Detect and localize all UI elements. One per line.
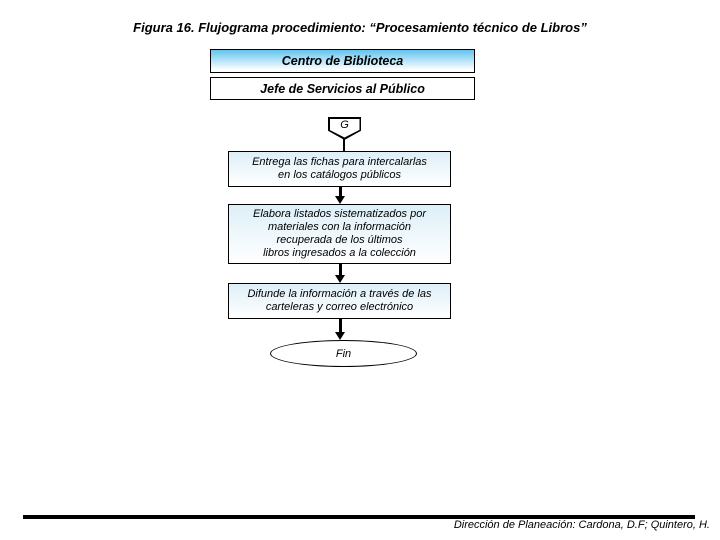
flow-arrow-step1-to-step2 bbox=[334, 187, 346, 204]
flow-arrow-step2-to-step3 bbox=[334, 264, 346, 283]
process-step-entrega-fichas: Entrega las fichas para intercalarlas en… bbox=[228, 151, 451, 187]
flow-arrow-line bbox=[338, 264, 342, 276]
offpage-connector-g: G bbox=[328, 117, 361, 140]
header-box-jefe-de-servicios: Jefe de Servicios al Público bbox=[210, 77, 475, 100]
flow-arrow-line bbox=[338, 319, 342, 333]
process-step-difunde-informacion: Difunde la información a través de las c… bbox=[228, 283, 451, 319]
process-step-entrega-fichas-text: Entrega las fichas para intercalarlas en… bbox=[252, 156, 427, 181]
offpage-connector-g-label: G bbox=[340, 119, 349, 131]
terminator-fin-label: Fin bbox=[335, 347, 352, 360]
footer-rule bbox=[23, 515, 695, 519]
flow-arrow-head bbox=[335, 332, 345, 340]
header-label-centro-de-biblioteca: Centro de Biblioteca bbox=[281, 54, 404, 68]
header-box-centro-de-biblioteca: Centro de Biblioteca bbox=[210, 49, 475, 73]
flow-arrow-line bbox=[338, 187, 342, 197]
process-step-difunde-informacion-text: Difunde la información a través de las c… bbox=[247, 288, 432, 313]
offpage-connector-g-fill bbox=[329, 118, 360, 138]
header-label-jefe-de-servicios: Jefe de Servicios al Público bbox=[260, 81, 425, 96]
figure-title: Figura 16. Flujograma procedimiento: “Pr… bbox=[133, 20, 587, 35]
flow-arrow-head bbox=[335, 275, 345, 283]
terminator-fin: Fin bbox=[270, 340, 417, 367]
footer-credit: Dirección de Planeación: Cardona, D.F; Q… bbox=[453, 519, 710, 531]
connector-line-g-to-step1 bbox=[343, 139, 345, 152]
flow-arrow-head bbox=[335, 196, 345, 204]
process-step-elabora-listados: Elabora listados sistematizados por mate… bbox=[228, 204, 451, 264]
flow-arrow-step3-to-fin bbox=[334, 319, 346, 340]
process-step-elabora-listados-text: Elabora listados sistematizados por mate… bbox=[252, 208, 427, 259]
